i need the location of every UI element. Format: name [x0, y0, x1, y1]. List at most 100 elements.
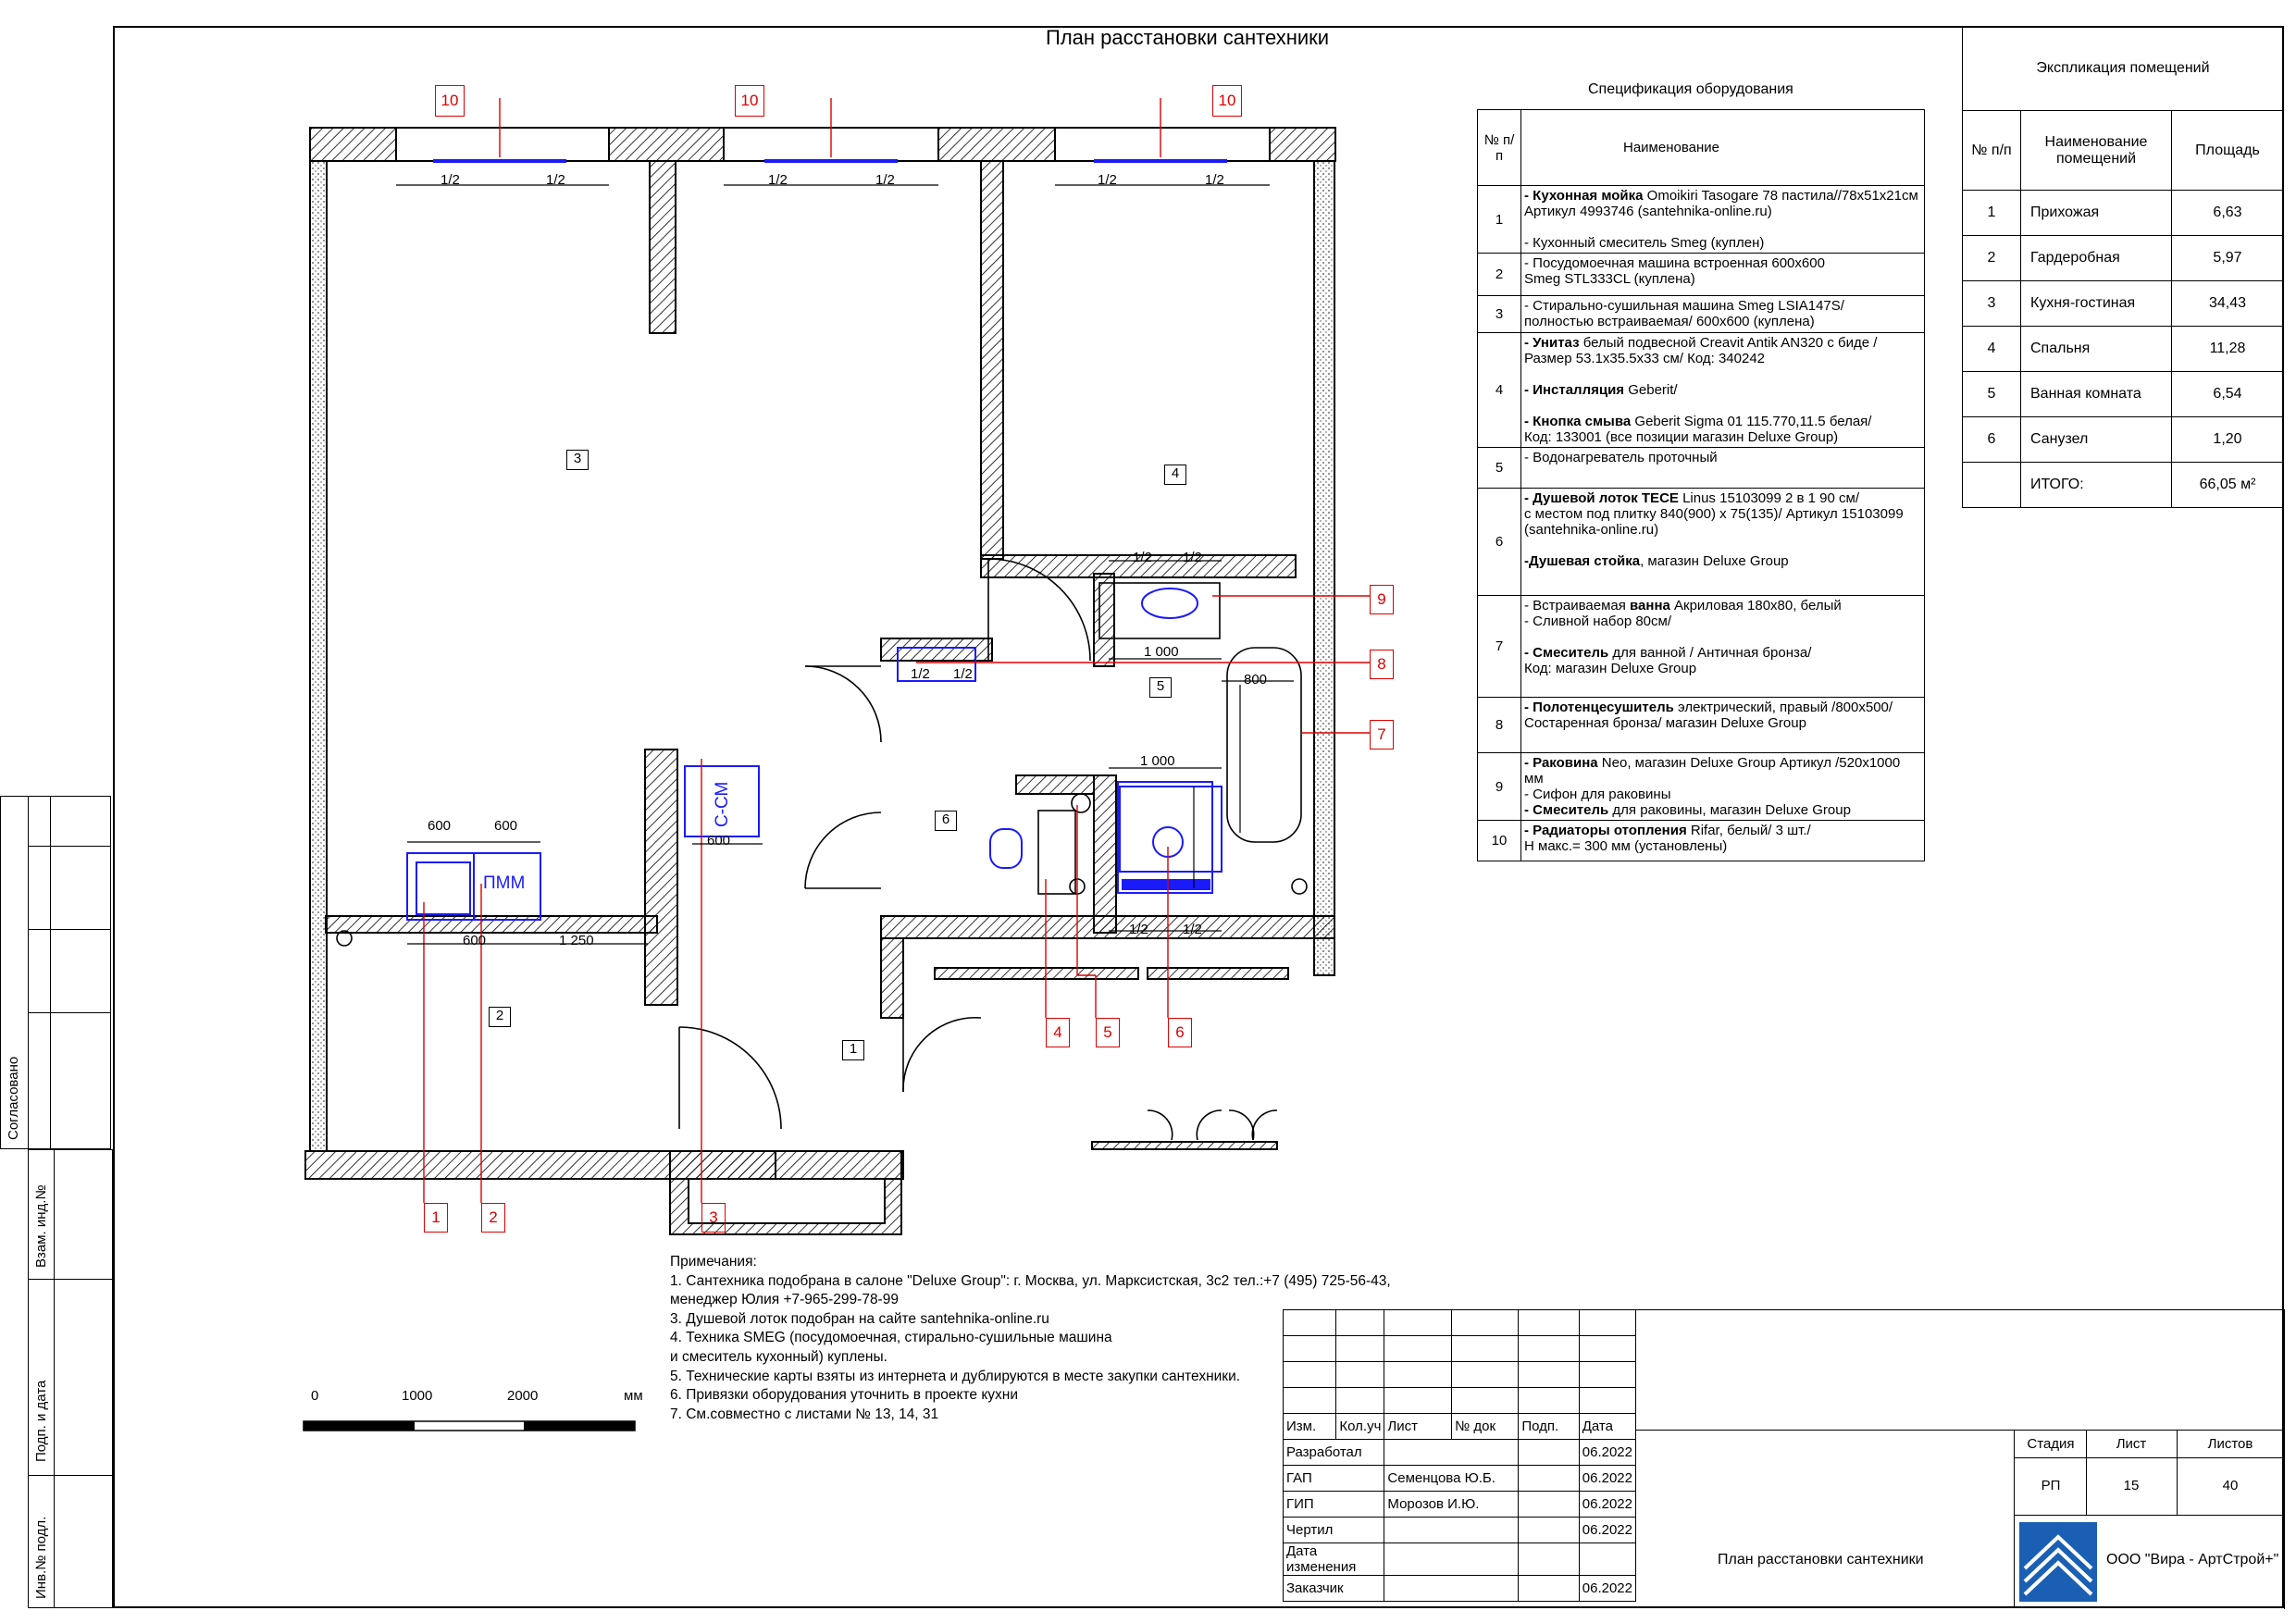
stamp-h-kol: Кол.уч	[1335, 1413, 1385, 1440]
spec-line: - Инсталляция Geberit/	[1524, 382, 1921, 398]
spec-line-bold: - Смеситель	[1524, 802, 1609, 818]
spec-row-num: 6	[1477, 488, 1521, 596]
spec-line: - Посудомоечная машина встроенная 600x60…	[1524, 255, 1921, 271]
spec-line-bold: - Инсталляция	[1524, 382, 1625, 398]
spec-line: - Водонагреватель проточный	[1524, 450, 1921, 465]
spec-row-text: - Радиаторы отопления Rifar, белый/ 3 шт…	[1520, 820, 1925, 861]
spec-line-bold: - Унитаз	[1524, 335, 1580, 351]
spec-line-text: Smeg STL333CL (куплена)	[1524, 271, 1695, 287]
spec-line: - Сифон для раковины	[1524, 787, 1921, 802]
dim-half: 1/2	[1133, 550, 1152, 565]
drawing-frame	[113, 26, 2284, 1608]
stamp-datizm: Дата изменения	[1282, 1542, 1385, 1576]
drawing-title: План расстановки сантехники	[1046, 26, 1330, 49]
spec-row-num: 1	[1477, 185, 1521, 254]
callout-7: 7	[1370, 720, 1394, 750]
spec-line: - Кухонный смеситель Smeg (куплен)	[1524, 235, 1921, 251]
spec-line-bold: -Душевая стойка	[1524, 553, 1641, 569]
spec-row-text: - Стирально-сушильная машина Smeg LSIA14…	[1520, 295, 1925, 333]
callout-8: 8	[1370, 650, 1394, 679]
expl-cell-num: 4	[1962, 326, 2021, 372]
spec-row-num: 9	[1477, 752, 1521, 821]
spec-row: 9- Раковина Neo, магазин Deluxe Group Ар…	[1477, 752, 1925, 821]
spec-line: - Радиаторы отопления Rifar, белый/ 3 шт…	[1524, 823, 1921, 838]
spec-line: - Раковина Neo, магазин Deluxe Group Арт…	[1524, 755, 1921, 787]
spec-line-bold: - Раковина	[1524, 755, 1598, 771]
dim-half: 1/2	[546, 172, 565, 188]
stamp-date: 06.2022	[1578, 1491, 1637, 1518]
spec-caption: Спецификация оборудования	[1588, 81, 1793, 97]
spec-line-text: с местом под плитку 840(900) x 75(135)/ …	[1524, 506, 1904, 522]
spec-line-text: - Встраиваемая	[1524, 598, 1631, 613]
room-tag-1: 1	[842, 1040, 864, 1060]
spec-line: Н макс.= 300 мм (установлены)	[1524, 838, 1921, 854]
expl-total-label: ИТОГО:	[2020, 462, 2172, 508]
dim-half: 1/2	[768, 172, 788, 188]
spec-line-text: Артикул 4993746 (santehnika-online.ru)	[1524, 204, 1772, 219]
dim-label: 1 000	[1140, 753, 1175, 769]
spec-line-bold: - Кнопка смыва	[1524, 414, 1632, 429]
spec-line: - Полотенцесушитель электрический, правы…	[1524, 700, 1921, 715]
spec-line-text: (santehnika-online.ru)	[1524, 522, 1659, 538]
stamp-lists: 40	[2222, 1478, 2239, 1493]
expl-cell-area: 6,63	[2171, 190, 2284, 236]
stamp-gap: ГАП	[1282, 1465, 1385, 1492]
spec-line: - Смеситель для раковины, магазин Deluxe…	[1524, 802, 1921, 818]
spec-line-text: белый подвесной Creavit Antik AN320 с би…	[1579, 335, 1878, 351]
left-stamp-sidebar: Согласовано Взам. инд.№ Подп. и дата Инв…	[0, 796, 113, 1608]
room-tag-5: 5	[1149, 677, 1172, 698]
spec-line: Артикул 4993746 (santehnika-online.ru)	[1524, 204, 1921, 219]
expl-cell-num: 2	[1962, 235, 2021, 281]
spec-row-text: - Посудомоечная машина встроенная 600x60…	[1520, 253, 1925, 296]
expl-cell-area: 34,43	[2171, 280, 2284, 327]
spec-line: - Кнопка смыва Geberit Sigma 01 115.770,…	[1524, 414, 1921, 429]
spec-line: Smeg STL333CL (куплена)	[1524, 271, 1921, 287]
dim-half: 1/2	[1098, 172, 1117, 188]
spec-line-text: для раковины, магазин Deluxe Group	[1608, 802, 1851, 818]
spec-row: 5- Водонагреватель проточный	[1477, 447, 1925, 489]
title-block: Изм. Кол.уч Лист № док Подп. Дата Разраб…	[1282, 1309, 2285, 1609]
spec-row-text: - Душевой лоток TECE Linus 15103099 2 в …	[1520, 488, 1925, 596]
callout-1: 1	[424, 1203, 448, 1233]
inv-label: Инв.№ подл.	[33, 1516, 49, 1599]
stamp-stage: РП	[2041, 1478, 2061, 1493]
dim-label: 600	[494, 818, 518, 834]
stamp-gap-name: Семенцова Ю.Б.	[1384, 1465, 1520, 1492]
stamp-h-data: Дата	[1578, 1413, 1637, 1440]
spec-line-bold: - Душевой лоток TECE	[1524, 490, 1679, 506]
expl-cell-name: Спальня	[2020, 326, 2172, 372]
spec-line-text: - Сифон для раковины	[1524, 787, 1671, 802]
spec-line-text: Neo, магазин Deluxe Group Артикул /520x1…	[1524, 755, 1901, 787]
dim-half: 1/2	[1205, 172, 1224, 188]
spec-line: Состаренная бронза/ магазин Deluxe Group	[1524, 715, 1921, 731]
spec-row-num: 8	[1477, 697, 1521, 753]
dim-label: 600	[707, 833, 731, 849]
expl-col-num: № п/п	[1962, 110, 2021, 191]
dim-label: 1 000	[1144, 644, 1179, 660]
spec-row-num: 10	[1477, 820, 1521, 861]
stamp-razr: Разработал	[1282, 1439, 1385, 1466]
callout-3: 3	[701, 1203, 726, 1233]
scale-2000: 2000	[507, 1388, 539, 1404]
stamp-gip: ГИП	[1282, 1491, 1385, 1518]
expl-cell-name: Кухня-гостиная	[2020, 280, 2172, 327]
spec-row-text: - Полотенцесушитель электрический, правы…	[1520, 697, 1925, 753]
spec-row-text: - Кухонная мойка Omoikiri Tasogare 78 па…	[1520, 185, 1925, 254]
room-tag-6: 6	[935, 811, 957, 831]
dim-half: 1/2	[441, 172, 460, 188]
spec-line: - Унитаз белый подвесной Creavit Antik A…	[1524, 335, 1921, 351]
callout-9: 9	[1370, 585, 1394, 614]
stamp-list-h: Лист	[2116, 1436, 2147, 1452]
scale-1000: 1000	[402, 1388, 433, 1404]
dim-label: 1 250	[559, 933, 594, 948]
spec-line	[1524, 366, 1921, 382]
spec-line-text: - Сливной набор 80см/	[1524, 613, 1672, 629]
stamp-h-izm: Изм.	[1282, 1413, 1337, 1440]
spec-line-text: Linus 15103099 2 в 1 90 см/	[1678, 490, 1859, 506]
stamp-date: 06.2022	[1578, 1465, 1637, 1492]
spec-line-text: Н макс.= 300 мм (установлены)	[1524, 838, 1728, 854]
spec-row-text: - Унитаз белый подвесной Creavit Antik A…	[1520, 332, 1925, 448]
spec-row: 8- Полотенцесушитель электрический, прав…	[1477, 697, 1925, 753]
